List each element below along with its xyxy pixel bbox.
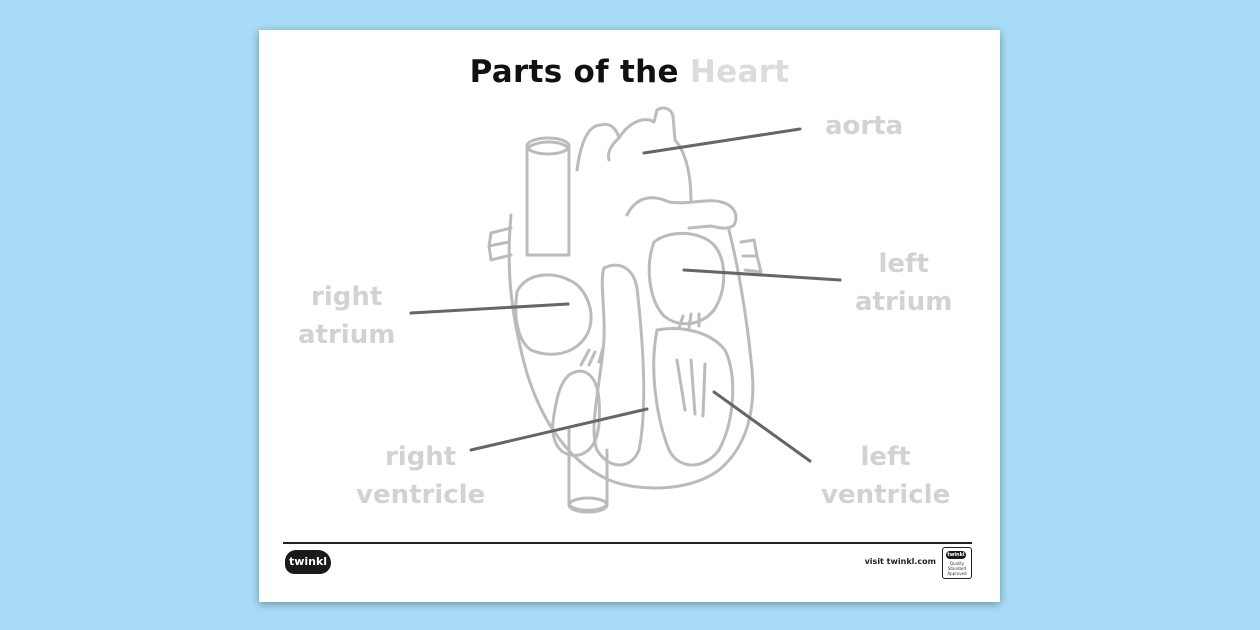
pointer-left-atrium <box>682 268 842 282</box>
heart-outline <box>487 106 763 514</box>
label-right-atrium: right atrium <box>298 278 395 354</box>
tricuspid-valve <box>579 346 605 367</box>
page-title: Parts of the Heart <box>259 54 1000 90</box>
worksheet: Parts of the Heart <box>259 30 1000 602</box>
pulmonary-vein-left <box>487 226 513 262</box>
label-right-ventricle: right ventricle <box>356 438 485 514</box>
pointer-left-ventricle <box>712 390 812 463</box>
label-left-ventricle-line1: left <box>860 442 911 472</box>
vena-cava-opening <box>525 136 571 156</box>
badge-text: Quality Standard Approved <box>947 561 967 576</box>
pulmonary-vein-right <box>739 238 763 274</box>
title-highlight: Heart <box>689 54 790 90</box>
chordae-tendineae <box>675 358 707 418</box>
right-ventricle-chamber <box>551 369 601 457</box>
label-right-atrium-line1: right <box>311 282 383 312</box>
label-left-atrium-line2: atrium <box>855 287 953 317</box>
title-main: Parts of the <box>469 54 679 90</box>
pointer-right-atrium <box>409 302 570 315</box>
aortic-branch <box>607 136 621 162</box>
label-right-ventricle-line2: ventricle <box>356 480 486 510</box>
aortic-arch <box>575 106 693 202</box>
quality-badge-icon: twinkl Quality Standard Approved <box>942 547 972 579</box>
left-atrium-chamber <box>647 231 726 326</box>
label-left-atrium: left atrium <box>855 245 952 321</box>
label-left-atrium-line1: left <box>878 249 929 279</box>
septum <box>592 263 646 467</box>
label-left-ventricle-line2: ventricle <box>821 480 951 510</box>
superior-vena-cava <box>525 140 571 257</box>
visit-link[interactable]: visit twinkl.com <box>864 557 936 566</box>
heart-body <box>507 213 755 490</box>
mitral-valve <box>677 312 701 330</box>
pointer-right-ventricle <box>469 407 649 452</box>
label-left-ventricle: left ventricle <box>821 438 950 514</box>
right-atrium-chamber <box>514 273 593 356</box>
label-right-atrium-line2: atrium <box>298 320 396 350</box>
heart-diagram <box>409 106 842 514</box>
inferior-vena-cava-opening <box>567 496 609 514</box>
twinkl-logo[interactable]: twinkl <box>285 550 331 574</box>
footer-divider <box>283 542 972 544</box>
pointer-aorta <box>642 127 802 155</box>
left-ventricle-chamber <box>652 327 735 467</box>
label-right-ventricle-line1: right <box>384 442 457 472</box>
label-aorta: aorta <box>825 111 904 141</box>
badge-logo: twinkl <box>946 551 966 559</box>
pulmonary-artery <box>625 196 738 230</box>
